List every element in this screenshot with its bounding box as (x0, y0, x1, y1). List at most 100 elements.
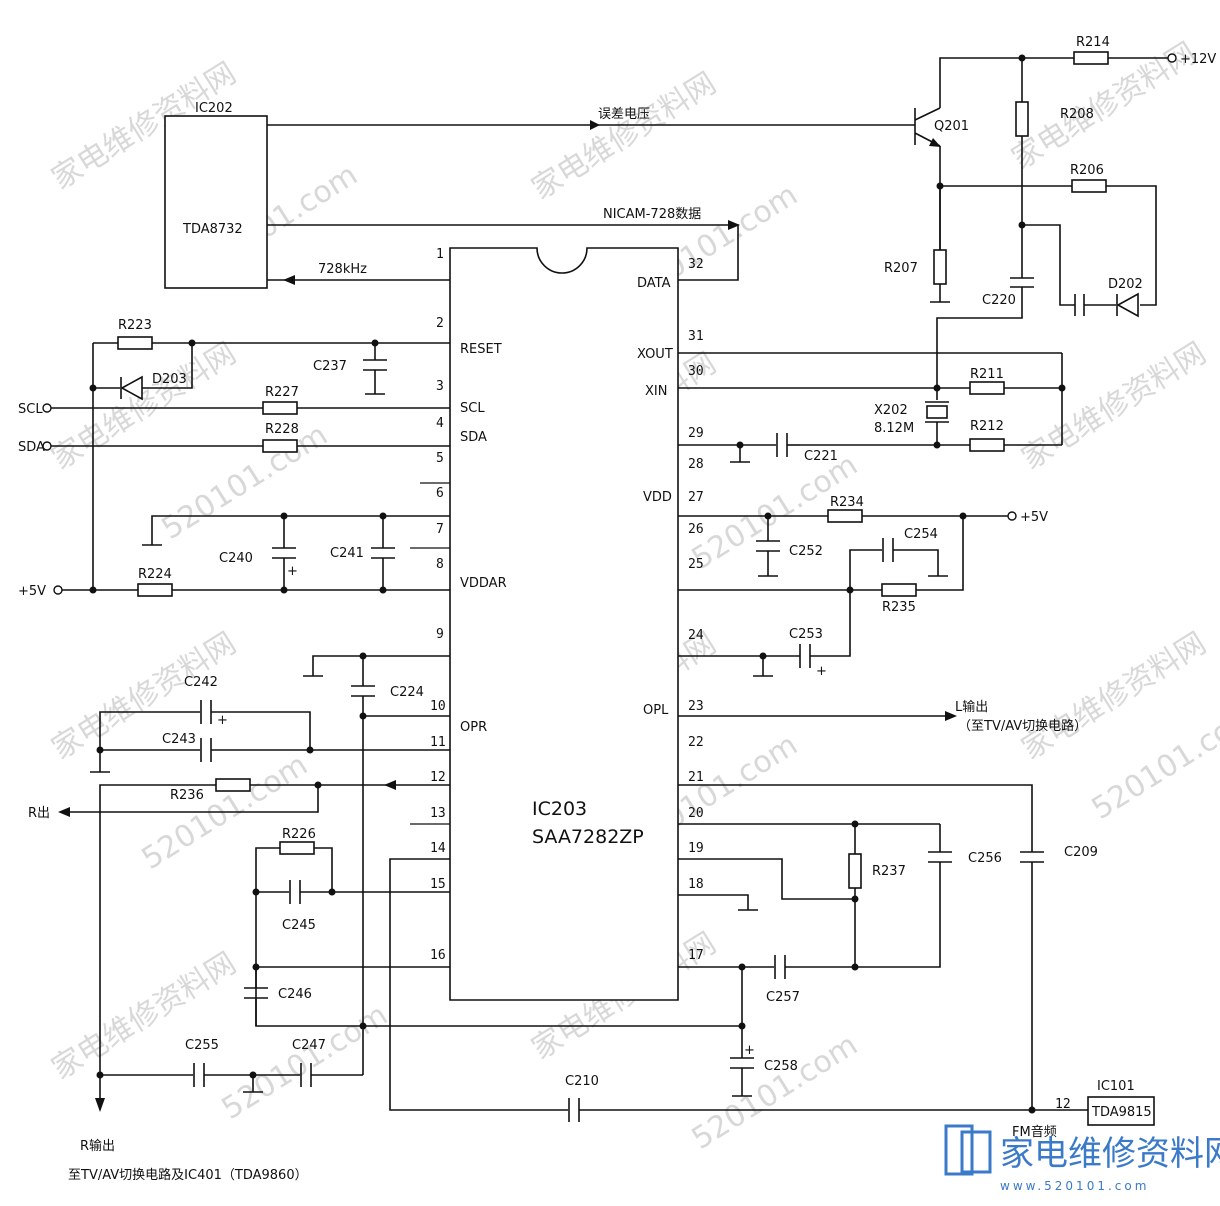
pin-4: 4 (436, 416, 444, 431)
label-fm-audio: FM音频 (1012, 1124, 1057, 1140)
label-c247: C247 (292, 1038, 326, 1053)
label-r212: R212 (970, 419, 1004, 434)
fm-section: C209 FM音频 (678, 784, 1098, 1140)
pin-15: 15 (430, 877, 446, 892)
pin-30: 30 (688, 364, 704, 379)
pin-name-reset: RESET (460, 342, 502, 357)
pin-20: 20 (688, 806, 704, 821)
label-r226: R226 (282, 827, 316, 842)
watermark-text: 家电维修资料网 (1016, 336, 1213, 477)
label-r206: R206 (1070, 163, 1104, 178)
pin-27: 27 (688, 490, 704, 505)
pin-13: 13 (430, 806, 446, 821)
label-x202-freq: 8.12M (874, 421, 914, 436)
label-r227: R227 (265, 385, 299, 400)
label-error-voltage: 误差电压 (598, 107, 650, 122)
label-r-out-dest: 至TV/AV切换电路及IC401（TDA9860） (68, 1167, 308, 1183)
opr-section: C224 + C242 C243 R236 R出 (28, 652, 450, 1112)
watermark-text: 520101.com (686, 1027, 864, 1156)
r223 (117, 336, 153, 350)
ic203-left-pin-names: RESET SCL SDA VDDAR OPR (460, 342, 507, 735)
label-c255: C255 (185, 1038, 219, 1053)
r212 (969, 438, 1005, 452)
ic202-ref: IC202 (195, 101, 233, 116)
watermark-text: 家电维修资料网 (46, 626, 243, 767)
label-plus5v-right: +5V (1020, 510, 1048, 525)
label-r211: R211 (970, 367, 1004, 382)
pin-name-xin: XIN (645, 384, 667, 399)
r224 (137, 583, 173, 597)
label-r236: R236 (170, 788, 204, 803)
pin-name-xout: XOUT (637, 347, 673, 362)
label-c243: C243 (162, 732, 196, 747)
r227 (262, 401, 298, 415)
pin-1: 1 (436, 247, 444, 262)
pin-18: 18 (688, 877, 704, 892)
label-c210: C210 (565, 1074, 599, 1089)
r236 (215, 778, 251, 792)
d202 (1116, 292, 1139, 318)
svg-text:+: + (217, 713, 228, 728)
bottom-labels: R输出 至TV/AV切换电路及IC401（TDA9860） (68, 1138, 308, 1183)
label-scl-input: SCL (18, 402, 43, 417)
pin-12: 12 (430, 770, 446, 785)
ic101-pin12: 12 (1055, 1097, 1071, 1112)
r208 (1015, 101, 1029, 137)
ic203-part: SAA7282ZP (532, 826, 644, 848)
r234 (827, 509, 863, 523)
label-plus12v: +12V (1180, 52, 1216, 67)
label-c257: C257 (766, 990, 800, 1005)
pin-7: 7 (436, 522, 444, 537)
pin-6: 6 (436, 486, 444, 501)
pin-22: 22 (688, 735, 704, 750)
pin-name-opr: OPR (460, 720, 487, 735)
r226 (279, 841, 315, 855)
ic203-right-pin-numbers: 32 31 30 29 28 27 26 25 24 23 22 21 20 1… (688, 257, 704, 963)
svg-text:+: + (287, 564, 298, 579)
label-c252: C252 (789, 544, 823, 559)
pin-29: 29 (688, 426, 704, 441)
label-r228: R228 (265, 422, 299, 437)
label-r-out: R输出 (80, 1138, 115, 1154)
label-d202: D202 (1108, 277, 1143, 292)
label-c241: C241 (330, 546, 364, 561)
label-plus5v-left: +5V (18, 584, 46, 599)
label-c240: C240 (219, 551, 253, 566)
watermark-text: 家电维修资料网 (526, 66, 723, 207)
label-c253: C253 (789, 627, 823, 642)
label-728khz: 728kHz (318, 262, 367, 277)
pin-2: 2 (436, 316, 444, 331)
r228 (262, 439, 298, 453)
pin-name-vdd: VDD (643, 490, 672, 505)
ic203-ref: IC203 (532, 798, 587, 820)
label-l-out: L输出 (955, 699, 988, 715)
ic202-part: TDA8732 (182, 222, 243, 237)
label-c245: C245 (282, 918, 316, 933)
x202 (926, 405, 948, 419)
r211 (969, 381, 1005, 395)
label-r-out-short: R出 (28, 806, 50, 821)
label-c256: C256 (968, 851, 1002, 866)
label-r237: R237 (872, 864, 906, 879)
pin-name-sda: SDA (460, 430, 487, 445)
pin-16: 16 (430, 948, 446, 963)
pin-11: 11 (430, 735, 446, 750)
pin-9: 9 (436, 627, 444, 642)
watermark-text: 家电维修资料网 (46, 946, 243, 1087)
pin-10: 10 (430, 699, 446, 714)
label-r224: R224 (138, 567, 172, 582)
label-c242: C242 (184, 675, 218, 690)
pin-24: 24 (688, 628, 704, 643)
pin-31: 31 (688, 329, 704, 344)
label-c220: C220 (982, 293, 1016, 308)
label-c237: C237 (313, 359, 347, 374)
feedback-section: C210 R226 C245 C246 C255 C2 (96, 827, 1032, 1122)
pin-name-vddar: VDDAR (460, 576, 507, 591)
q201-section: +12V R214 Q201 R208 R206 C220 (884, 35, 1216, 400)
crystal-section: R211 X202 8.12M R212 C221 (678, 352, 1066, 464)
label-c246: C246 (278, 987, 312, 1002)
r207 (933, 249, 947, 285)
label-q201: Q201 (934, 119, 969, 134)
label-c254: C254 (904, 527, 938, 542)
pin-19: 19 (688, 841, 704, 856)
